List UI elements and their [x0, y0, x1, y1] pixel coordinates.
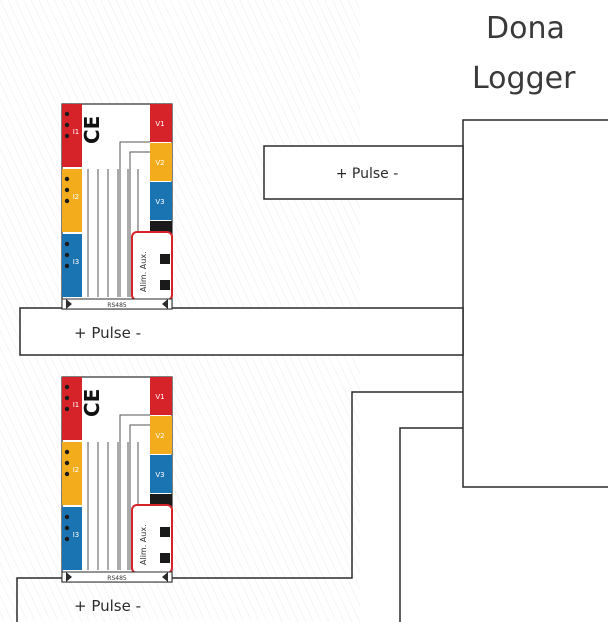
left-terminal-label: I1	[73, 128, 80, 136]
left-terminal-2	[62, 169, 82, 232]
right-terminal-label: V3	[155, 471, 164, 479]
meter-1-pulse-label: + Pulse -	[74, 324, 142, 342]
left-terminal-1	[62, 377, 82, 440]
terminal-screw	[64, 395, 70, 401]
terminal-screw	[64, 514, 70, 520]
meter-1-pulse-wire-box	[19, 307, 464, 356]
left-terminal-label: I2	[73, 466, 80, 474]
left-terminal-label: I3	[73, 258, 80, 266]
terminal-screw	[64, 133, 70, 139]
connector-arrow	[162, 572, 168, 582]
internal-wire	[129, 424, 150, 570]
rs485-label: RS485	[107, 302, 127, 309]
terminal-screw	[64, 176, 70, 182]
aux-terminal	[160, 254, 170, 264]
left-terminal-label: I2	[73, 193, 80, 201]
internal-wire	[129, 151, 150, 297]
right-terminal-3	[150, 455, 172, 493]
logger-box	[462, 119, 608, 488]
aux-power-label: Alim. Aux.	[139, 251, 148, 292]
connector-arrow	[162, 299, 168, 309]
right-terminal-1	[150, 377, 172, 415]
rs485-label: RS485	[107, 575, 127, 582]
terminal-screw	[64, 449, 70, 455]
internal-wire	[119, 141, 150, 297]
right-terminal-1	[150, 104, 172, 142]
terminal-screw	[64, 471, 70, 477]
right-terminal-3	[150, 182, 172, 220]
left-terminal-3	[62, 234, 82, 297]
right-terminal-label: V1	[155, 393, 164, 401]
aux-power-label: Alim. Aux.	[139, 524, 148, 565]
meter-2-wire-minus	[168, 391, 463, 579]
connector-arrow	[66, 572, 72, 582]
terminal-screw	[64, 263, 70, 269]
pulse-input-label: + Pulse -	[336, 166, 399, 182]
energy-meter-2: I1I2I3V1V2V3NCEAlim. Aux.RS485	[61, 376, 173, 583]
logger-title-line1: Dona	[486, 11, 565, 46]
terminal-screw	[64, 384, 70, 390]
meter-2-wire-return	[399, 427, 463, 622]
right-terminal-label: V2	[155, 159, 164, 167]
terminal-screw	[64, 198, 70, 204]
ce-mark: CE	[80, 116, 104, 144]
terminal-screw	[64, 122, 70, 128]
internal-wire	[119, 414, 150, 570]
left-terminal-2	[62, 442, 82, 505]
terminal-screw	[64, 252, 70, 258]
terminal-screw	[64, 111, 70, 117]
terminal-screw	[64, 187, 70, 193]
aux-terminal	[160, 280, 170, 290]
right-terminal-2	[150, 143, 172, 181]
right-terminal-label: V2	[155, 432, 164, 440]
aux-terminal	[160, 527, 170, 537]
aux-terminal	[160, 553, 170, 563]
right-terminal-label: V1	[155, 120, 164, 128]
meter-2-wire-plus	[16, 577, 71, 622]
rs485-bar	[61, 298, 173, 310]
left-terminal-3	[62, 507, 82, 570]
terminal-screw	[64, 536, 70, 542]
logger-title-line2: Logger	[472, 61, 576, 96]
terminal-screw	[64, 406, 70, 412]
rs485-bar	[61, 571, 173, 583]
terminal-screw	[64, 525, 70, 531]
left-terminal-label: I1	[73, 401, 80, 409]
connector-arrow	[66, 299, 72, 309]
left-terminal-label: I3	[73, 531, 80, 539]
right-terminal-2	[150, 416, 172, 454]
left-terminal-1	[62, 104, 82, 167]
right-terminal-label: V3	[155, 198, 164, 206]
ce-mark: CE	[80, 389, 104, 417]
terminal-screw	[64, 241, 70, 247]
energy-meter-1: I1I2I3V1V2V3NCEAlim. Aux.RS485	[61, 103, 173, 310]
meter-2-pulse-label: + Pulse -	[74, 597, 142, 615]
terminal-screw	[64, 460, 70, 466]
pulse-input-box	[263, 145, 464, 200]
